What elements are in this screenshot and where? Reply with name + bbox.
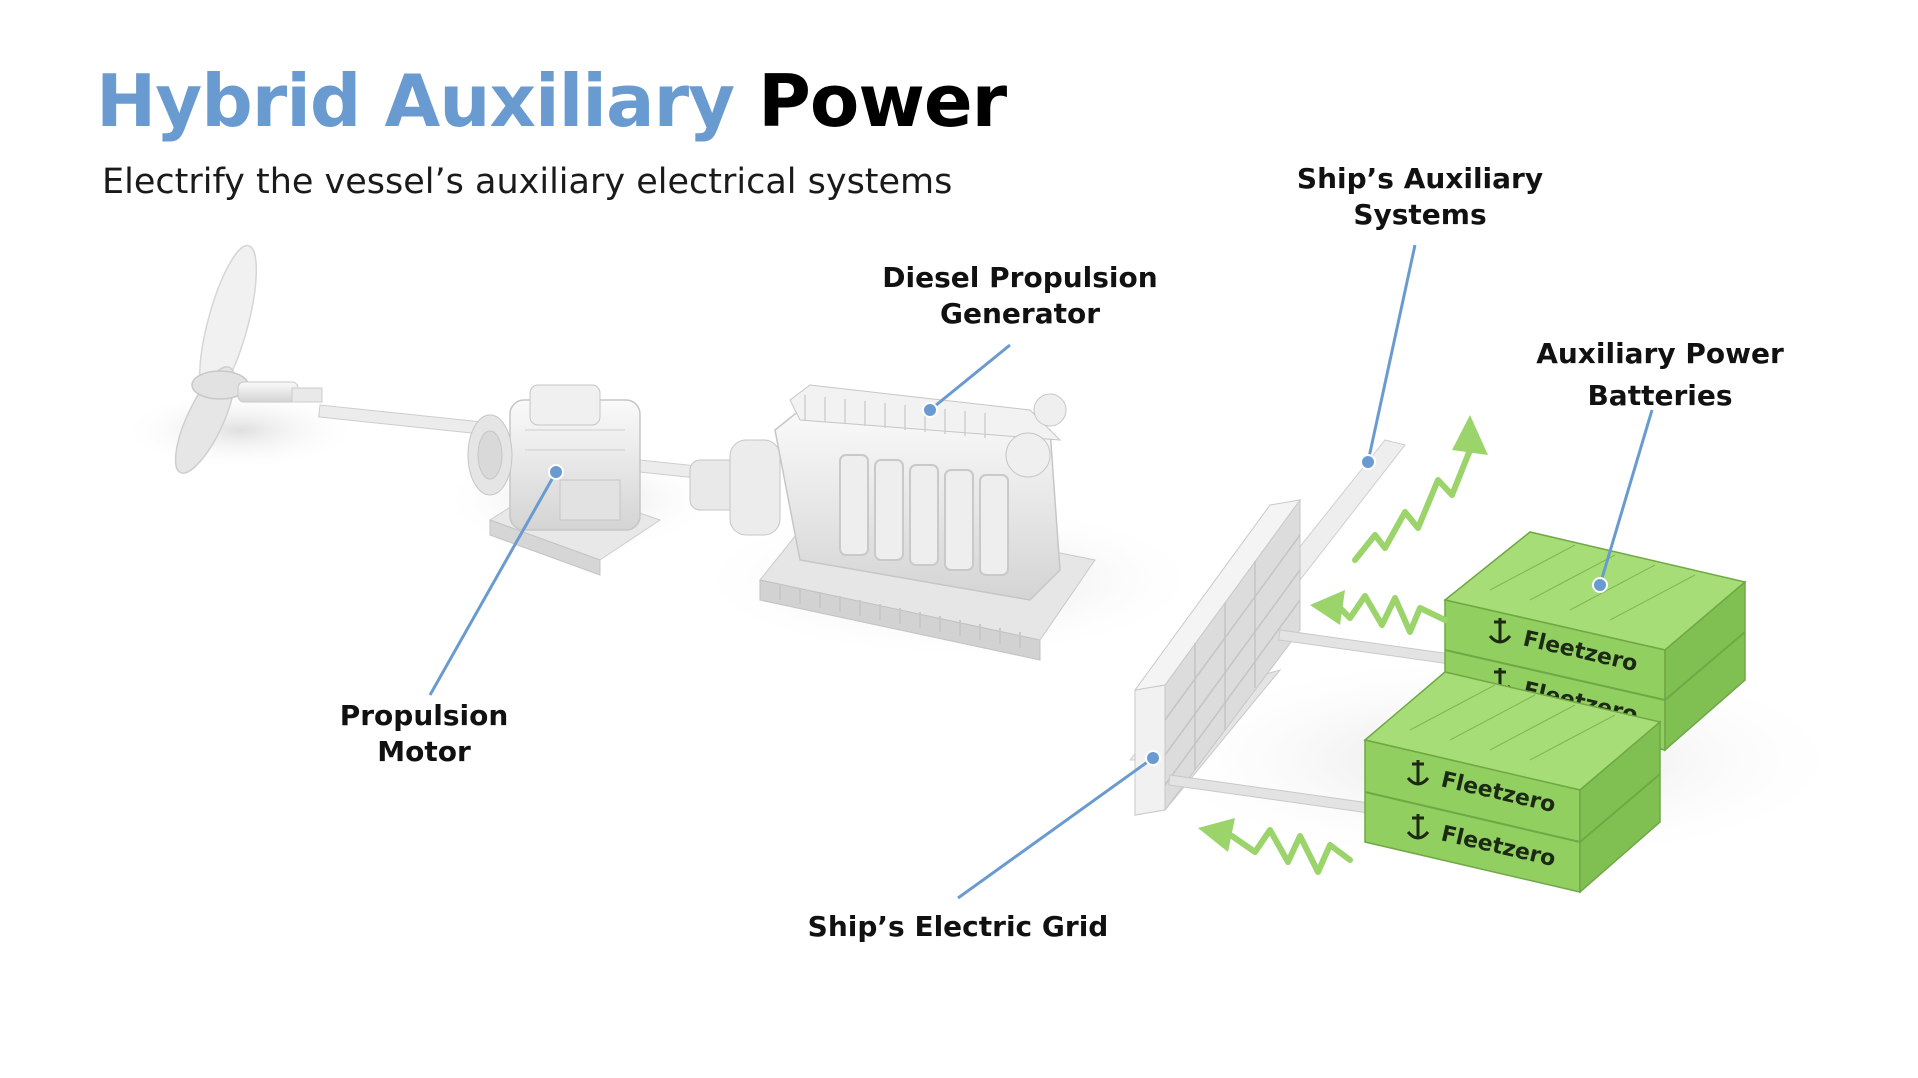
page-title: Hybrid Auxiliary Power [96,59,1007,143]
propulsion-motor-label-line1: Propulsion [339,699,509,732]
auxiliary-systems-callout-dot [1360,454,1376,470]
generator-callout-line [929,343,1011,412]
auxiliary-batteries-label: Auxiliary Power Batteries [1536,333,1784,417]
batteries-callout-line [1598,409,1654,586]
auxiliary-systems-label-line1: Ship’s Auxiliary [1296,162,1544,195]
electric-grid-callout-line [957,756,1154,900]
title-plain: Power [758,59,1007,143]
auxiliary-batteries-label-line1: Auxiliary Power [1536,337,1784,370]
diesel-generator-label-line1: Diesel Propulsion [882,261,1158,294]
propulsion-motor-label: Propulsion Motor [340,698,509,770]
auxiliary-systems-callout-line [1366,244,1417,463]
propulsion-motor-callout-dot [548,464,564,480]
propulsion-motor-label-line2: Motor [377,735,471,768]
electric-grid-label-line1: Ship’s Electric Grid [807,910,1109,943]
battery-stack-front [1363,671,1662,894]
anchor-icon [1406,760,1430,786]
auxiliary-systems-label-line2: Systems [1353,198,1487,231]
propeller [174,244,323,474]
diesel-generator-label: Diesel Propulsion Generator [882,260,1157,332]
anchor-icon [1406,814,1430,840]
electric-grid-label: Ship’s Electric Grid [808,909,1109,945]
energy-flow-arrow [1352,415,1488,563]
auxiliary-systems-label: Ship’s Auxiliary Systems [1297,161,1543,233]
electric-grid-panel [1133,498,1449,816]
propulsion-motor-callout-line [428,471,558,696]
auxiliary-batteries-label-line2: Batteries [1587,379,1733,412]
diesel-generator [689,384,1096,661]
generator-callout-dot [922,402,938,418]
diesel-generator-label-line2: Generator [939,297,1101,330]
batteries-callout-dot [1592,577,1608,593]
energy-flow-arrow [1198,818,1353,875]
title-accent: Hybrid Auxiliary [96,59,735,143]
page-subtitle: Electrify the vessel’s auxiliary electri… [102,162,953,202]
electric-grid-callout-dot [1145,750,1161,766]
energy-flow-arrow [1310,590,1448,635]
battery-stack-rear [1443,531,1747,752]
anchor-icon [1488,618,1512,644]
floor-shadow [120,390,360,470]
